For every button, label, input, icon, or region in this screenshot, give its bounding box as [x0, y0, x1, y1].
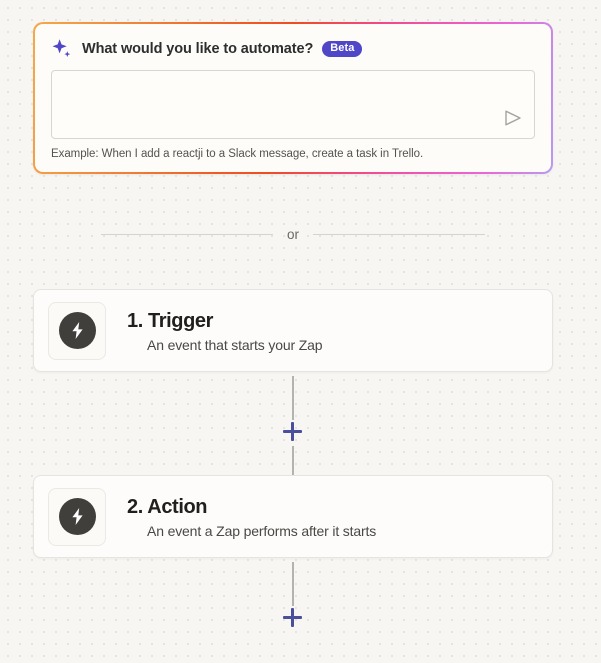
- connector-line-lower: [292, 446, 294, 477]
- step-text-block: 2. Action An event a Zap performs after …: [127, 495, 376, 539]
- sparkle-icon: [52, 39, 71, 57]
- step-subtitle: An event a Zap performs after it starts: [147, 522, 377, 539]
- step-card-action[interactable]: 2. Action An event a Zap performs after …: [33, 475, 553, 558]
- step-icon-container: [48, 487, 106, 546]
- lightning-bolt-icon: [71, 322, 83, 339]
- step-text-block: 1. Trigger An event that starts your Zap: [127, 309, 323, 353]
- ai-prompt-card-inner: What would you like to automate? Beta Ex…: [35, 24, 551, 172]
- or-label: or: [287, 227, 300, 242]
- send-triangle-icon: [505, 110, 521, 126]
- plus-icon: [283, 608, 302, 627]
- add-step-button-1[interactable]: [279, 418, 306, 445]
- ai-prompt-input-wrapper[interactable]: [51, 70, 535, 139]
- send-button[interactable]: [500, 105, 526, 131]
- step-title: 2. Action: [127, 495, 208, 518]
- connector-line-upper: [292, 376, 294, 420]
- bolt-circle: [58, 498, 96, 535]
- or-divider: or: [33, 228, 553, 242]
- ai-prompt-example-text: Example: When I add a reactji to a Slack…: [51, 148, 424, 160]
- beta-badge: Beta: [322, 40, 363, 58]
- step-subtitle: An event that starts your Zap: [147, 336, 323, 353]
- ai-prompt-title: What would you like to automate?: [82, 41, 314, 57]
- divider-line-right: [313, 234, 486, 236]
- step-icon-container: [48, 301, 106, 360]
- step-card-trigger[interactable]: 1. Trigger An event that starts your Zap: [33, 289, 553, 372]
- ai-prompt-card: What would you like to automate? Beta Ex…: [33, 22, 553, 174]
- bolt-circle: [58, 312, 96, 349]
- divider-line-left: [101, 234, 273, 236]
- ai-prompt-header: What would you like to automate? Beta: [51, 38, 535, 60]
- plus-icon: [283, 422, 302, 441]
- add-step-button-2[interactable]: [279, 604, 306, 631]
- ai-prompt-input[interactable]: [52, 71, 534, 138]
- connector-line-bottom: [292, 562, 294, 606]
- step-title: 1. Trigger: [127, 309, 214, 332]
- lightning-bolt-icon: [71, 508, 83, 525]
